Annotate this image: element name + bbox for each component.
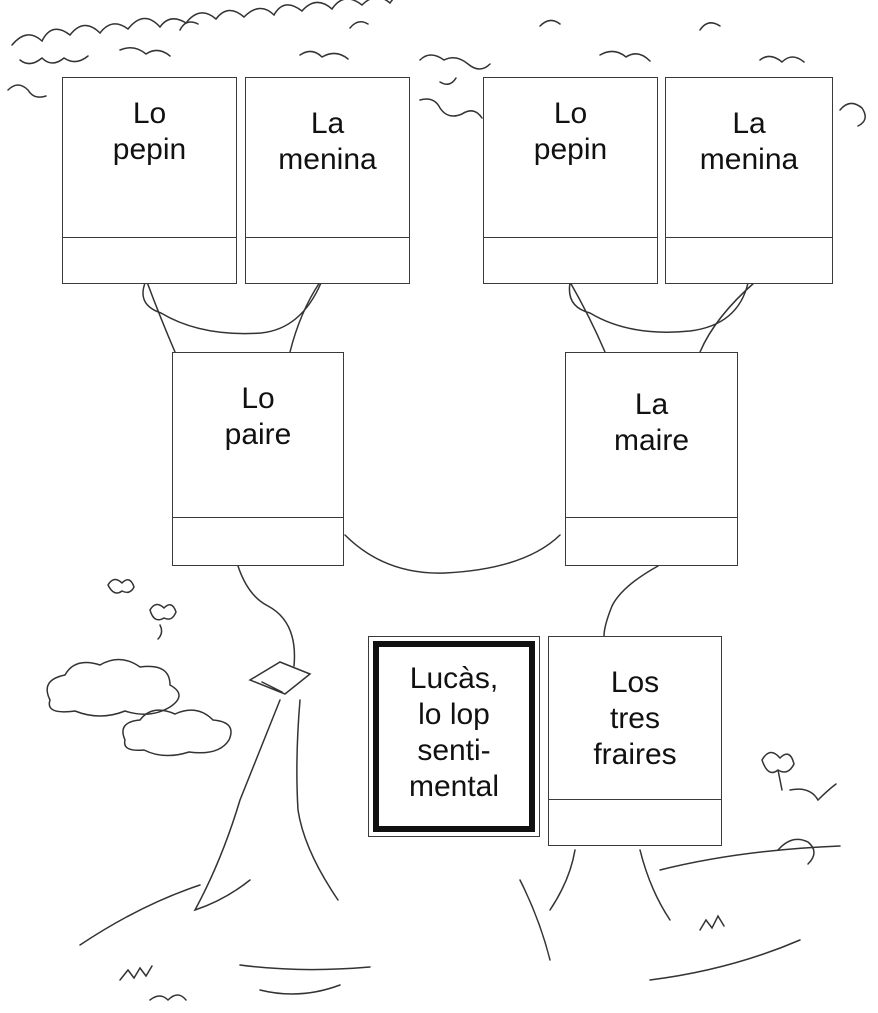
grandfather-card-left: Lo pepin [62,77,237,284]
siblings-card: Los tres fraires [548,636,722,846]
card-label: La menina [278,107,377,176]
card-name-slot [549,799,721,845]
card-label: Lo paire [224,382,292,451]
grandfather-card-right: Lo pepin [483,77,658,284]
card-name-slot [484,237,657,283]
cloud-icon [46,658,232,757]
card-label: Lucàs, lo lop senti- mental [408,662,500,803]
card-label: Los tres fraires [593,666,677,771]
card-name-slot [173,517,343,565]
card-name-slot [63,237,236,283]
mother-card: La maire [565,352,738,566]
birdhouse-icon [248,661,312,695]
grandmother-card-left: La menina [245,77,410,284]
protagonist-card: Lucàs, lo lop senti- mental [368,636,540,837]
card-name-slot [566,517,737,565]
snail-icon [777,783,837,865]
butterfly-icon [107,578,795,791]
card-label: La maire [613,388,689,457]
card-name-slot [666,237,832,283]
father-card: Lo paire [172,352,344,566]
foliage-illustration [7,0,866,127]
card-label: Lo pepin [112,97,187,166]
card-name-slot [246,237,409,283]
grass-illustration [79,845,841,1002]
card-label: La menina [699,107,799,176]
card-label: Lo pepin [533,97,608,166]
tree-trunk-illustration [193,699,339,912]
grandmother-card-right: La menina [665,77,833,284]
